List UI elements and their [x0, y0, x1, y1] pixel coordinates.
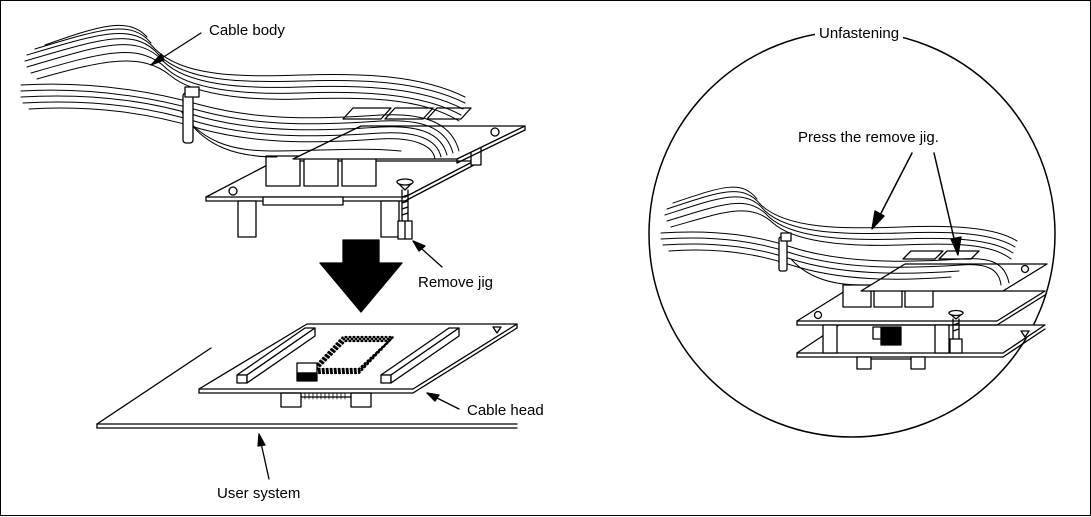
- user-system-label: User system: [217, 485, 301, 502]
- cable-head-assembly: [96, 323, 518, 480]
- cable-head-label: Cable head: [467, 402, 544, 419]
- remove-jig-label: Remove jig: [418, 274, 494, 291]
- press-remove-jig-label: Press the remove jig.: [798, 129, 939, 146]
- unfastening-label: Unfastening: [815, 25, 904, 43]
- cable-body-label: Cable body: [209, 22, 285, 39]
- unfastening-detail: [648, 30, 1056, 438]
- assembly-direction-arrow: [319, 239, 403, 313]
- cable-body-assembly: [20, 25, 526, 268]
